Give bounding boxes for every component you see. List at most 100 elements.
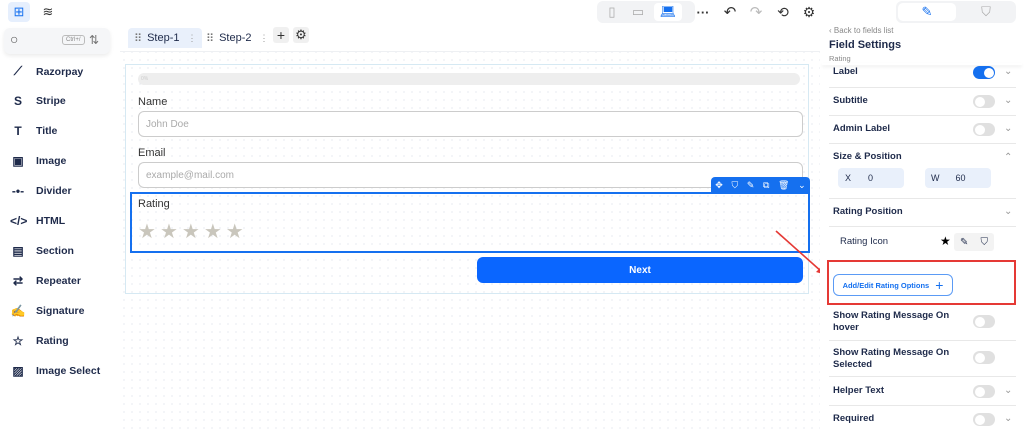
razorpay-icon: ⟋ — [13, 64, 23, 78]
panel-subtitle: Rating — [829, 54, 851, 63]
selected-message-toggle[interactable] — [973, 351, 995, 364]
add-step-icon[interactable]: + — [273, 27, 289, 43]
chevron-down-icon[interactable]: ⌄ — [1004, 413, 1013, 424]
star-icon[interactable]: ★ — [159, 221, 178, 243]
sidebar-item-label: HTML — [36, 215, 66, 227]
chevron-down-icon[interactable]: ⌄ — [798, 179, 806, 190]
chevron-down-icon[interactable]: ⌄ — [1004, 95, 1013, 106]
mobile-icon[interactable]: ▯ — [608, 4, 616, 19]
add-field-icon[interactable]: ⊞ — [8, 2, 30, 22]
rating-field-selected[interactable] — [130, 192, 810, 253]
back-link[interactable]: ‹ Back to fields list — [829, 26, 894, 35]
x-value: 0 — [868, 173, 874, 183]
w-input[interactable]: W 60 — [925, 168, 991, 188]
label-setting: Label — [833, 66, 858, 77]
style-icon[interactable]: ⛉ — [731, 179, 739, 190]
rating-icon-actions: ✎⛉ — [954, 233, 994, 251]
name-label: Name — [138, 96, 168, 108]
add-edit-label: Add/Edit Rating Options — [842, 280, 930, 290]
star-icon[interactable]: ★ — [203, 221, 222, 243]
tablet-icon[interactable]: ▭ — [631, 4, 645, 19]
step-bar — [120, 24, 820, 52]
email-label: Email — [138, 147, 166, 159]
chevron-down-icon[interactable]: ⌄ — [1004, 66, 1013, 77]
sidebar-item-divider[interactable]: -•-Divider — [10, 184, 72, 198]
progress-text: 0% — [141, 76, 149, 82]
sidebar-item-label: Image Select — [36, 365, 101, 377]
sort-icon[interactable]: ⇅ — [89, 33, 100, 47]
email-input[interactable]: example@mail.com — [138, 162, 803, 188]
selected-message-setting: Show Rating Message On Selected — [833, 347, 950, 370]
name-placeholder: John Doe — [146, 118, 189, 130]
chevron-down-icon[interactable]: ⌄ — [1004, 123, 1013, 134]
sidebar-item-html[interactable]: </>HTML — [10, 214, 65, 228]
sidebar-item-label: Image — [36, 155, 67, 167]
sidebar-item-razorpay[interactable]: ⟋Razorpay — [10, 64, 83, 79]
redo-icon[interactable]: ↷ — [749, 4, 763, 21]
admin-label-setting: Admin Label — [833, 123, 891, 134]
rating-label: Rating — [138, 198, 170, 210]
sidebar-item-signature[interactable]: ✍Signature — [10, 304, 85, 318]
hover-message-toggle[interactable] — [973, 315, 995, 328]
progress-bar: 0% — [138, 73, 800, 85]
sidebar-item-label: Section — [36, 245, 74, 257]
title-icon: T — [14, 124, 22, 138]
back-link-text: Back to fields list — [833, 26, 894, 35]
delete-icon[interactable]: 🗑︎ — [778, 179, 790, 190]
helper-text-toggle[interactable] — [973, 385, 995, 398]
star-icon[interactable]: ★ — [225, 221, 244, 243]
edit-icon[interactable]: ✎ — [746, 179, 755, 190]
rating-position-section: Rating Position — [833, 206, 903, 217]
search-input[interactable]: ○ Ctrl+/ — [4, 28, 110, 54]
field-settings-panel — [820, 24, 1024, 432]
plus-icon: + — [935, 277, 944, 293]
more-icon[interactable]: ··· — [696, 4, 710, 20]
settings-icon[interactable]: ⚙ — [802, 3, 816, 20]
next-button[interactable]: Next — [477, 257, 803, 283]
layers-icon[interactable]: ≋ — [42, 4, 54, 19]
move-icon[interactable]: ✥ — [715, 179, 723, 190]
edit-tab-icon[interactable]: ✎ — [898, 3, 956, 21]
chevron-down-icon[interactable]: ⌄ — [1004, 206, 1013, 217]
repeat-icon: ⇄ — [12, 274, 24, 288]
name-input[interactable]: John Doe — [138, 111, 803, 137]
step-settings-icon[interactable]: ⚙ — [293, 27, 309, 43]
star-icon: ☆ — [12, 334, 24, 348]
chevron-down-icon[interactable]: ⌄ — [1004, 385, 1013, 396]
tab-step-2[interactable]: ⠿Step-2⋮ — [206, 32, 269, 45]
w-value: 60 — [955, 173, 966, 183]
duplicate-icon[interactable]: ⧉ — [762, 179, 770, 190]
label-toggle[interactable] — [973, 66, 995, 79]
w-label: W — [931, 173, 940, 183]
admin-label-toggle[interactable] — [973, 123, 995, 136]
edit-icon[interactable]: ✎ — [960, 236, 969, 248]
star-icon[interactable]: ★ — [181, 221, 200, 243]
style-icon[interactable]: ⛉ — [980, 236, 988, 248]
undo-icon[interactable]: ↶ — [723, 4, 737, 21]
history-icon[interactable]: ⟲ — [777, 3, 789, 20]
tab-step-1[interactable]: ⠿Step-1⋮ — [128, 28, 203, 48]
sidebar-item-image-select[interactable]: ▨Image Select — [10, 364, 100, 378]
sidebar-item-repeater[interactable]: ⇄Repeater — [10, 274, 81, 288]
sidebar-item-label: Divider — [36, 185, 72, 197]
sidebar-item-section[interactable]: ▤Section — [10, 244, 74, 258]
desktop-icon[interactable]: 💻︎ — [654, 3, 682, 21]
search-icon: ○ — [10, 31, 19, 47]
email-placeholder: example@mail.com — [146, 169, 234, 181]
required-setting: Required — [833, 413, 875, 424]
style-tab-icon[interactable]: ⛉ — [981, 4, 991, 19]
sidebar-item-rating[interactable]: ☆Rating — [10, 334, 69, 348]
required-toggle[interactable] — [973, 413, 995, 426]
chevron-up-icon[interactable]: ⌃ — [1004, 152, 1013, 163]
subtitle-toggle[interactable] — [973, 95, 995, 108]
sidebar-item-image[interactable]: ▣Image — [10, 154, 66, 168]
add-edit-rating-options-button[interactable]: Add/Edit Rating Options + — [833, 274, 953, 296]
hover-message-setting: Show Rating Message On hover — [833, 310, 950, 333]
star-icon[interactable]: ★ — [138, 221, 156, 243]
panel-title: Field Settings — [829, 39, 902, 51]
step-label: Step-1 — [147, 32, 180, 44]
